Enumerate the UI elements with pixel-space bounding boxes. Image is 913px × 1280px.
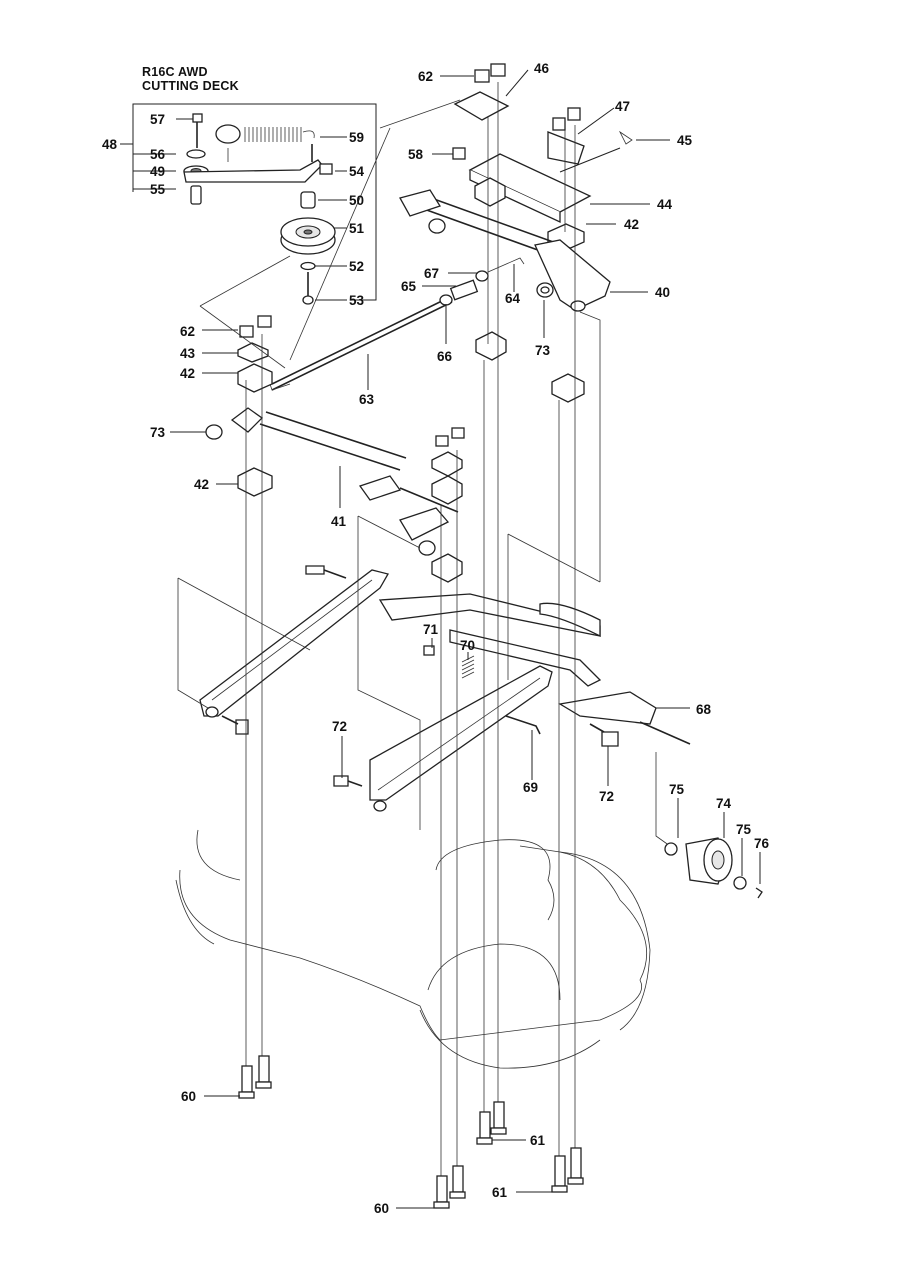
callout-58: 58 (408, 147, 424, 162)
callout-49: 49 (150, 164, 165, 179)
callout-42-top: 42 (624, 217, 639, 232)
callout-73-left: 73 (150, 425, 166, 440)
callout-53: 53 (349, 293, 365, 308)
callout-46: 46 (534, 61, 550, 76)
callout-60-left: 60 (181, 1089, 196, 1104)
callout-64: 64 (505, 291, 521, 306)
callout-leaders (170, 69, 690, 1209)
callout-74: 74 (716, 796, 732, 811)
callout-62-left: 62 (180, 324, 195, 339)
callout-76: 76 (754, 836, 770, 851)
callout-75-right: 75 (736, 822, 752, 837)
section-frames (177, 99, 601, 830)
vertical-rods (245, 82, 576, 1190)
callout-60-bottom: 60 (374, 1201, 389, 1216)
lift-arms (199, 565, 691, 812)
gauge-wheel (655, 752, 763, 899)
callout-42-lower: 42 (194, 477, 209, 492)
idler-assembly-bracket (120, 103, 377, 301)
callout-68: 68 (696, 702, 712, 717)
callout-50: 50 (349, 193, 364, 208)
callout-70: 70 (460, 638, 475, 653)
callout-67: 67 (424, 266, 439, 281)
callout-54: 54 (349, 164, 365, 179)
callout-47: 47 (615, 99, 630, 114)
callout-40: 40 (655, 285, 670, 300)
callout-57: 57 (150, 112, 165, 127)
callout-61-upper: 61 (530, 1133, 546, 1148)
callout-42-left: 42 (180, 366, 195, 381)
callout-72-left: 72 (332, 719, 347, 734)
callout-44: 44 (657, 197, 673, 212)
callout-43: 43 (180, 346, 196, 361)
callout-45: 45 (677, 133, 693, 148)
callout-62-top: 62 (418, 69, 433, 84)
callout-69: 69 (523, 780, 538, 795)
callout-52: 52 (349, 259, 364, 274)
callout-61-lower: 61 (492, 1185, 508, 1200)
callout-48: 48 (102, 137, 118, 152)
callout-65: 65 (401, 279, 417, 294)
callout-73-right: 73 (535, 343, 551, 358)
callout-63: 63 (359, 392, 375, 407)
callout-71: 71 (423, 622, 439, 637)
idler-parts (183, 113, 336, 305)
bottom-bolts (238, 1055, 584, 1209)
callout-41: 41 (331, 514, 347, 529)
callout-51: 51 (349, 221, 365, 236)
callout-labels: 57 56 49 55 48 59 54 50 51 52 53 58 62 4… (102, 61, 770, 1216)
left-linkage (205, 315, 465, 583)
callout-66: 66 (437, 349, 453, 364)
callout-56: 56 (150, 147, 166, 162)
callout-72-right: 72 (599, 789, 614, 804)
callout-75-left: 75 (669, 782, 685, 797)
callout-55: 55 (150, 182, 166, 197)
diagram-title-section: CUTTING DECK (142, 79, 239, 93)
diagram-title-model: R16C AWD (142, 65, 208, 79)
callout-59: 59 (349, 130, 364, 145)
cutting-deck-shell (175, 829, 651, 1069)
